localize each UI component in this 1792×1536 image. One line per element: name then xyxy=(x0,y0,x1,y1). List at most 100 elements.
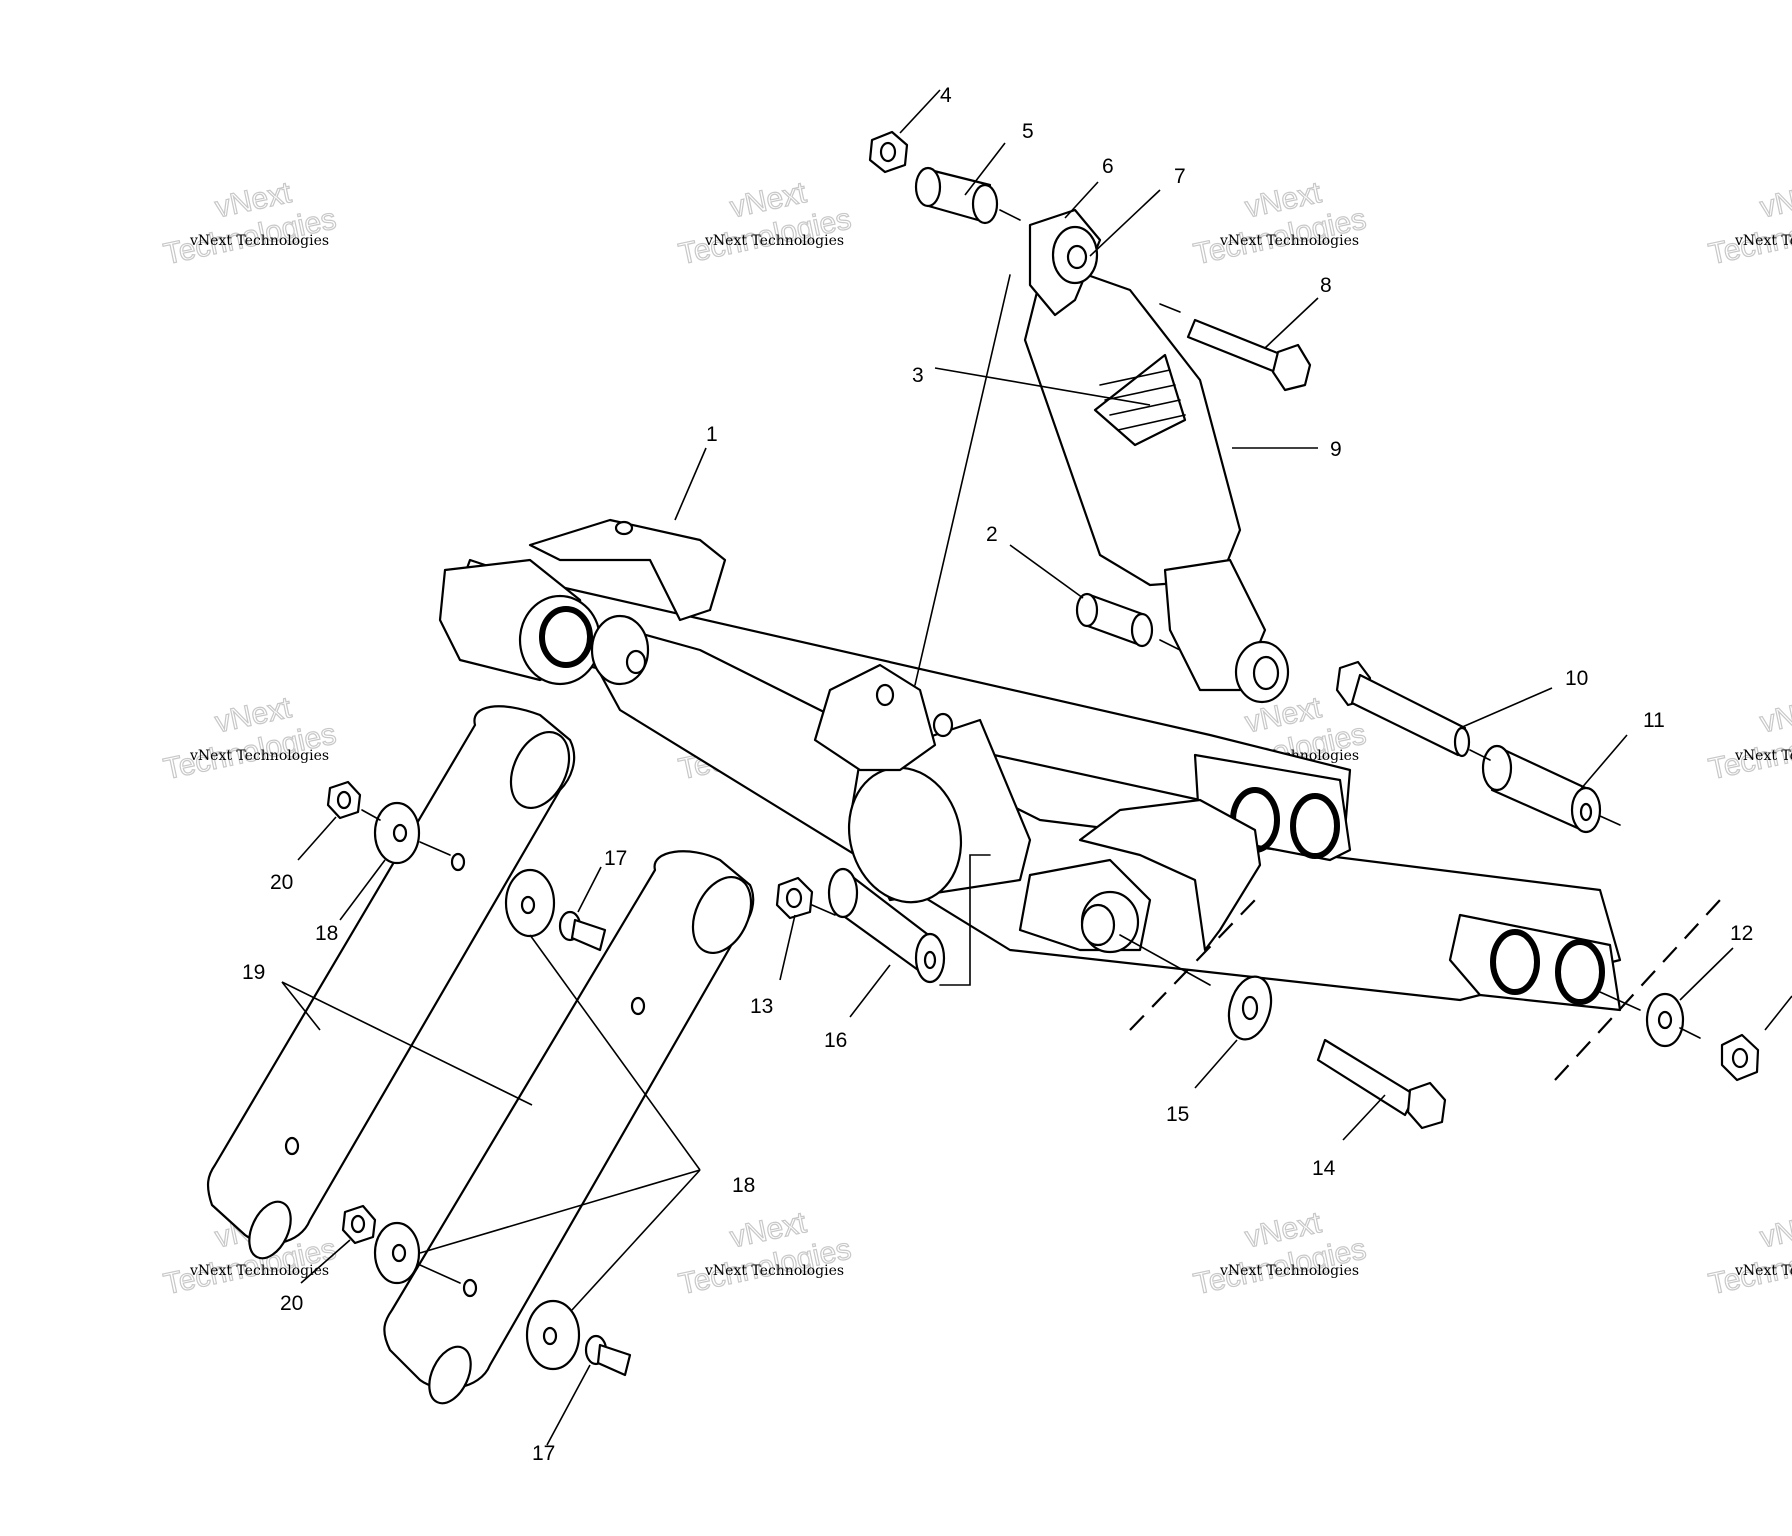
callout-20-top: 20 xyxy=(270,871,293,894)
callout-6: 6 xyxy=(1102,155,1114,178)
callout-11: 11 xyxy=(1643,709,1665,732)
rear-bracket xyxy=(1078,798,1262,952)
callout-2: 2 xyxy=(986,523,998,546)
spacer-2 xyxy=(1075,592,1154,648)
bolt-10-shank xyxy=(1350,673,1467,757)
watermark-big-line1: vNext xyxy=(1757,691,1792,739)
axis-hint-7 xyxy=(1599,991,1641,1011)
link-arm-left-hole-top xyxy=(450,852,466,872)
callout-7: 7 xyxy=(1174,165,1186,188)
bolt-14 xyxy=(1316,1038,1447,1130)
watermark: vNext Technologies vNext Technologies xyxy=(675,1206,854,1302)
watermark-small: vNext Technologies xyxy=(1734,233,1792,249)
callout-18-group: 18 xyxy=(732,1174,755,1197)
leader-lines xyxy=(281,89,1792,1446)
watermark: vNext Technologies vNext Technologies xyxy=(1705,176,1792,272)
callout-9: 9 xyxy=(1330,438,1342,461)
spacer-11-end-a xyxy=(1481,744,1513,792)
shock-spring-3 xyxy=(1093,353,1187,447)
front-tube-hole xyxy=(625,649,647,675)
callout-16: 16 xyxy=(824,1029,847,1052)
pin-17b-shank xyxy=(596,1343,632,1377)
watermark: vNext Technologies vNext Technologies xyxy=(160,691,339,787)
shock-absorber xyxy=(1023,208,1290,704)
pin-17a xyxy=(558,910,607,952)
spacer-5-end-b xyxy=(971,183,999,225)
link-arm-right-body xyxy=(383,850,755,1390)
callout-8: 8 xyxy=(1320,274,1332,297)
callout-17-top: 17 xyxy=(604,847,627,870)
washer-15 xyxy=(1227,975,1273,1041)
callout-4: 4 xyxy=(940,84,952,107)
link-arm-right xyxy=(383,850,755,1405)
shock-spring-coils xyxy=(1099,369,1186,431)
center-bracket-hole-b xyxy=(932,712,954,738)
leader-11 xyxy=(1579,734,1628,791)
leader-20a xyxy=(297,816,337,861)
callout-1: 1 xyxy=(706,423,718,446)
spacer-11-bore xyxy=(1579,802,1593,822)
leader-7 xyxy=(1089,189,1161,257)
washer-15-hole xyxy=(1241,995,1259,1021)
axis-hint-1 xyxy=(999,209,1021,221)
hex-nut-4 xyxy=(868,130,909,174)
leader-8 xyxy=(1264,297,1319,349)
bolt-8 xyxy=(1186,318,1312,392)
axis-hint-3 xyxy=(1159,639,1181,651)
watermark-small: vNext Technologies xyxy=(1219,233,1359,249)
pin-17a-shank xyxy=(570,918,607,952)
axis-hint-9 xyxy=(811,904,836,916)
washer-18d xyxy=(525,1299,581,1371)
hex-nut-20a xyxy=(326,780,362,820)
spacer-2-end-a xyxy=(1075,592,1099,628)
axis-hint-2 xyxy=(1159,303,1181,313)
leader-20b xyxy=(300,1239,351,1284)
hex-nut-13-hole xyxy=(785,887,803,909)
leader-4 xyxy=(899,89,941,134)
watermark: vNext Technologies vNext Technologies xyxy=(1190,1206,1369,1302)
axis-hint-11 xyxy=(419,841,451,856)
center-shock-bracket xyxy=(813,663,937,772)
callout-15: 15 xyxy=(1166,1103,1189,1126)
leader-18-to-d xyxy=(571,1169,701,1311)
watermark-small: vNext Technologies xyxy=(189,1263,329,1279)
hex-nut-13 xyxy=(775,876,814,920)
axis-hint-10 xyxy=(361,809,381,821)
washer-18c xyxy=(373,1221,421,1285)
link-arm-right-bottom-loop xyxy=(428,1345,472,1405)
watermark-small: vNext Technologies xyxy=(189,233,329,249)
watermark-big-line1: vNext xyxy=(1757,1206,1792,1254)
shaft-16 xyxy=(827,867,946,984)
washer-18b xyxy=(504,868,556,938)
leader-13 xyxy=(779,914,796,981)
spacer-11 xyxy=(1481,744,1602,834)
axis-hint-4 xyxy=(1119,934,1211,986)
watermark-big-line1: vNext xyxy=(1757,176,1792,224)
leader-17a xyxy=(577,866,602,913)
watermark-small: vNext Technologies xyxy=(1734,1263,1792,1279)
callout-13: 13 xyxy=(750,995,773,1018)
callout-17-bottom: 17 xyxy=(532,1442,555,1465)
hex-nut-4-hole xyxy=(879,141,897,163)
callout-12: 12 xyxy=(1730,922,1753,945)
swing-arm xyxy=(438,518,1622,1012)
callout-19: 19 xyxy=(242,961,265,984)
dashed-axis-b xyxy=(1554,899,1721,1081)
leader-3 xyxy=(934,367,1151,406)
leader-16 xyxy=(849,964,891,1018)
pin-17b xyxy=(584,1334,632,1377)
center-bracket-hole-a xyxy=(875,683,895,707)
assembly-line-shock-to-arm xyxy=(914,274,1011,686)
shock-lower-eye-bore xyxy=(1252,655,1280,691)
watermark: vNext Technologies vNext Technologies xyxy=(1705,691,1792,787)
washer-18b-hole xyxy=(520,895,536,915)
link-arm-left xyxy=(206,705,576,1260)
front-pivot-bushing xyxy=(539,606,593,668)
link-arm-right-top-loop xyxy=(691,876,753,954)
spacer-2-end-b xyxy=(1130,612,1154,648)
hex-nut-12-hole xyxy=(1731,1047,1749,1069)
front-bracket-hole xyxy=(614,520,634,536)
hex-nut-20a-hole xyxy=(336,790,352,810)
washer-12 xyxy=(1645,992,1685,1048)
